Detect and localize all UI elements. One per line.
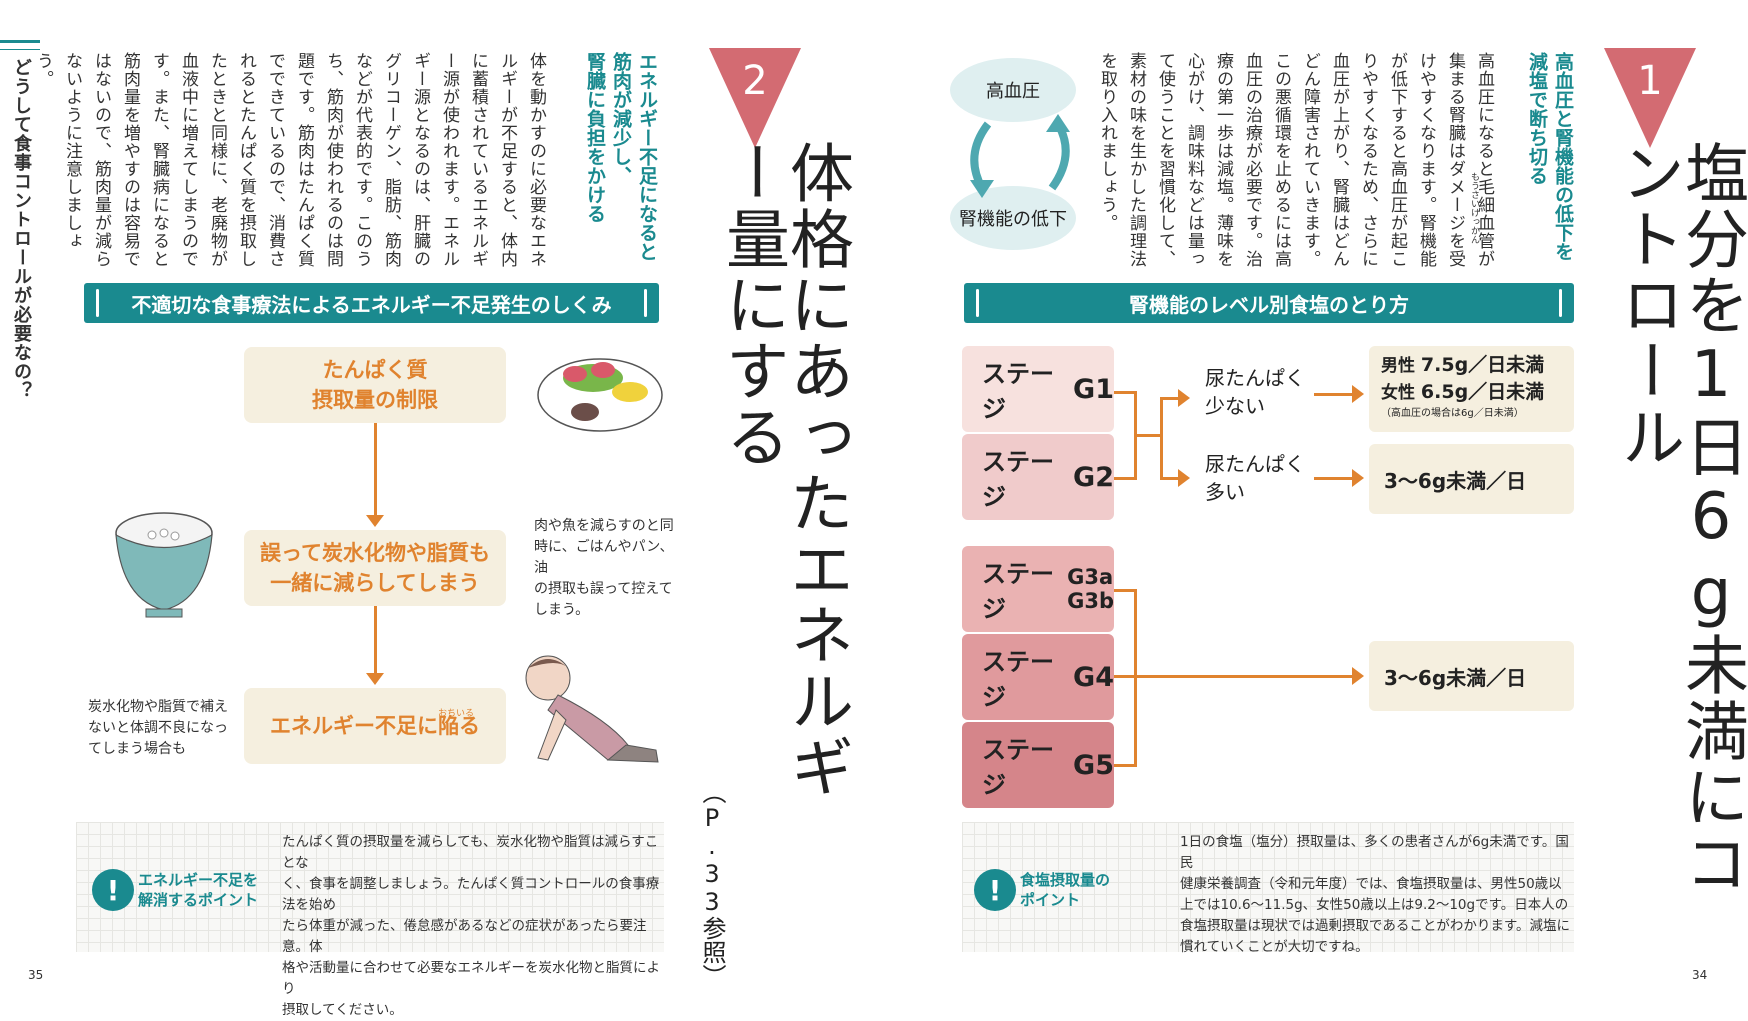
connector-line — [1160, 477, 1180, 480]
right-point-label: 食塩摂取量のポイント — [1020, 871, 1111, 909]
section-badge-1: 1 — [1604, 48, 1696, 148]
side-tab-label: どうして食事コントロールが必要なの？ — [11, 58, 32, 400]
flow-connector — [374, 423, 377, 517]
connector-line — [1160, 397, 1180, 400]
arrow-right-icon — [1352, 469, 1364, 487]
flow-connector — [374, 606, 377, 676]
ruby-reading: おちいる — [438, 709, 475, 719]
right-point-text: 1日の食塩（塩分）摂取量は、多くの患者さんが6g未満です。国民 健康栄養調査（令… — [1180, 834, 1571, 955]
cycle-arrows-icon — [970, 114, 1070, 198]
left-page-title: 体格にあったエネルギー量にする — [715, 140, 853, 800]
connector-line — [1314, 477, 1354, 480]
arrow-down-icon — [366, 515, 384, 527]
ruby-reading: もうさいけっかん — [1469, 172, 1479, 244]
flow-step-energy-shortage: エネルギー不足に陥る — [244, 688, 506, 764]
section-badge-2: 2 — [709, 48, 801, 148]
connector-line — [1114, 391, 1136, 394]
connector-line — [1114, 764, 1136, 767]
rice-bowl-illustration — [115, 512, 213, 618]
connector-line — [1114, 675, 1354, 678]
result-g3-g5: 3〜6g未満／日 — [1369, 641, 1574, 711]
connector-line — [1134, 434, 1162, 437]
note-poor-health: 炭水化物や脂質で補え ないと体調不良になっ てしまう場合も — [88, 699, 228, 757]
urine-protein-low: 尿たんぱく少ない — [1205, 366, 1305, 418]
right-subheading: 高血圧と腎機能の低下を 減塩で断ち切る — [1526, 52, 1574, 261]
title-reference: （P.33参照） — [698, 780, 726, 988]
connector-line — [1114, 589, 1136, 592]
connector-line — [1134, 589, 1137, 767]
note-reduce-carbs: 肉や魚を減らすのと同 時に、ごはんやパン、油 の摂取も誤って控えて しまう。 — [534, 518, 674, 618]
arrow-down-icon — [366, 673, 384, 685]
page-number-left: 35 — [28, 968, 44, 982]
left-body-text: 体を動かすのに必要なエネルギーが不足すると、体内に蓄積されているエネルギー源が使… — [33, 52, 546, 268]
arrow-right-icon — [1352, 385, 1364, 403]
flow-step-reduce-carbs-fat: 誤って炭水化物や脂質も一緒に減らしてしまう — [244, 530, 506, 606]
left-point-box — [76, 822, 664, 952]
salad-plate-illustration — [537, 358, 663, 432]
result-low-protein: 男性 7.5g／日未満 女性 6.5g／日未満 （高血圧の場合は6g／日未満） — [1369, 346, 1574, 432]
arrow-right-icon — [1352, 667, 1364, 685]
exclamation-icon: ! — [92, 869, 134, 911]
connector-line — [1114, 477, 1136, 480]
arrow-right-icon — [1178, 469, 1190, 487]
flow-step-protein-limit: たんぱく質摂取量の制限 — [244, 347, 506, 423]
page-number-right: 34 — [1692, 968, 1708, 982]
right-body-text: 高血圧になると毛細血管が集まる腎臓はダメージを受けやすくなります。腎機能が低下す… — [1097, 52, 1494, 268]
arrow-right-icon — [1178, 389, 1190, 407]
left-point-text: たんぱく質の摂取量を減らしても、炭水化物や脂質は減らすことな く、食事を調整しま… — [282, 834, 660, 1018]
left-subheading: エネルギー不足になると 筋肉が減少し、 腎臓に負担をかける — [584, 52, 658, 261]
left-section-title: 不適切な食事療法によるエネルギー不足発生のしくみ — [84, 283, 659, 323]
exclamation-icon: ! — [974, 869, 1016, 911]
left-point-label: エネルギー不足を解消するポイント — [138, 871, 259, 909]
side-tab-marker — [0, 40, 40, 50]
cycle-node-kidney-decline: 腎機能の低下 — [950, 186, 1076, 250]
result-high-protein: 3〜6g未満／日 — [1369, 444, 1574, 514]
right-point-box — [962, 822, 1574, 952]
tired-person-illustration — [525, 655, 659, 763]
connector-line — [1314, 393, 1354, 396]
right-page-title: 塩分を1日6g未満にコントロール — [1610, 140, 1748, 896]
connector-line — [1160, 397, 1163, 477]
urine-protein-high: 尿たんぱく多い — [1205, 452, 1305, 504]
cycle-node-hypertension: 高血圧 — [950, 58, 1076, 122]
right-section-title: 腎機能のレベル別食塩のとり方 — [964, 283, 1574, 323]
